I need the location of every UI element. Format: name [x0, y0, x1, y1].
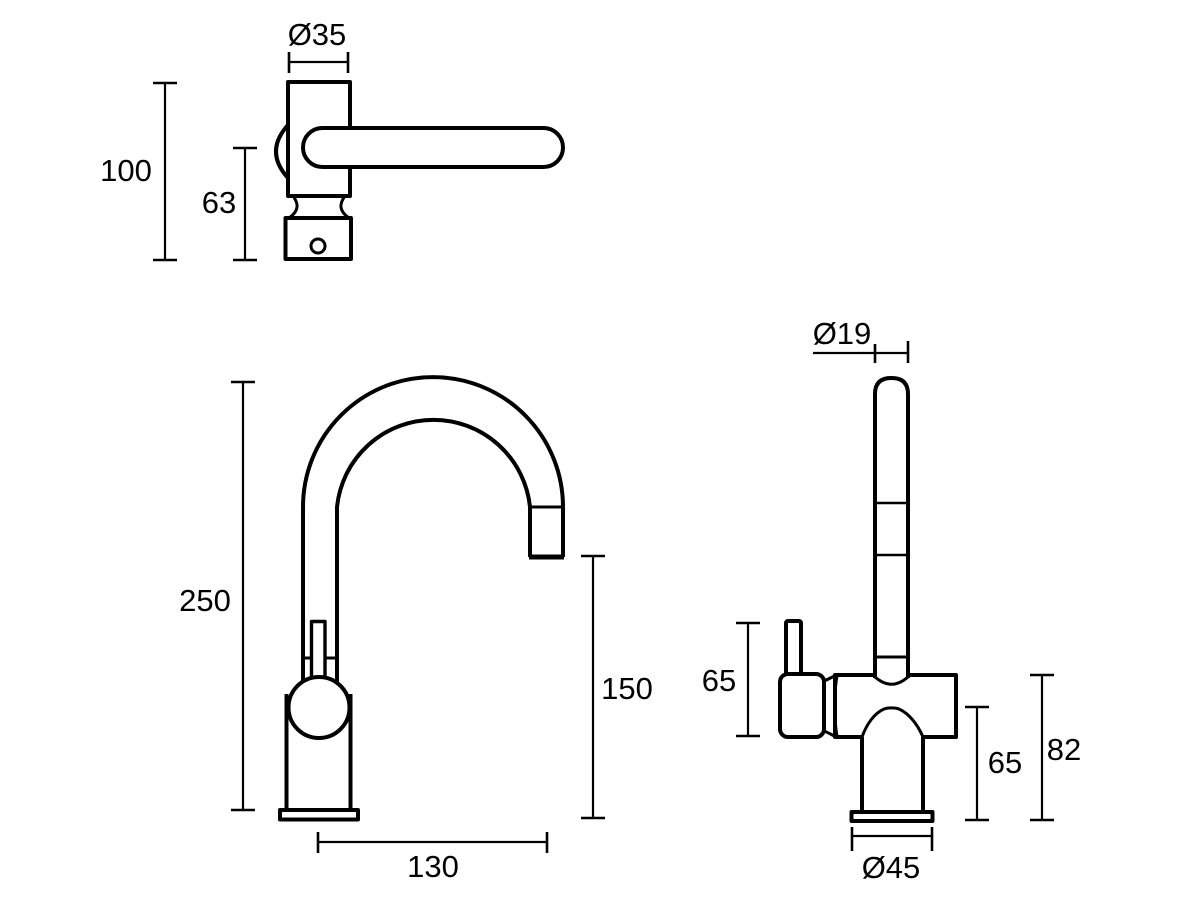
pipe-base-arc	[874, 675, 909, 686]
lever-front-outline	[784, 619, 803, 679]
side-view: 250 150 130	[179, 375, 653, 884]
dim-label: 65	[988, 745, 1022, 780]
dim-handle-65: 65	[702, 621, 760, 738]
dim-diameter-35: Ø35	[288, 17, 350, 73]
dim-label: 82	[1047, 732, 1081, 767]
dim-height-150: 150	[581, 554, 653, 820]
dim-label: 150	[601, 671, 653, 706]
dim-under-spout-65: 65	[965, 705, 1022, 822]
spout-outer-outline	[301, 375, 565, 695]
top-view: Ø35 100 63	[100, 17, 565, 262]
dim-body-82: 82	[1030, 673, 1081, 822]
cartridge-housing-outline	[778, 672, 826, 739]
dim-label: 65	[702, 663, 736, 698]
dim-label: 250	[179, 583, 231, 618]
lever-side-outline	[309, 619, 327, 684]
neck-left-curve	[288, 195, 299, 220]
screw-hole	[309, 237, 327, 255]
dim-label: 130	[407, 849, 459, 884]
dim-height-100: 100	[100, 81, 177, 262]
front-view: Ø19 65 65 82 Ø45	[702, 316, 1081, 885]
ball-joint-outline	[286, 675, 352, 740]
dim-diameter-45: Ø45	[850, 827, 934, 885]
dim-label: Ø35	[288, 17, 347, 52]
dim-label: 100	[100, 153, 152, 188]
dim-height-250: 250	[179, 380, 255, 812]
neck-right-curve	[339, 195, 350, 220]
dim-label: Ø45	[862, 850, 921, 885]
base-flange-outline	[849, 810, 935, 823]
under-body-dome	[860, 706, 925, 738]
dim-diameter-19: Ø19	[813, 316, 910, 363]
dim-height-63: 63	[202, 146, 257, 262]
lever-plan-outline	[301, 126, 565, 169]
connector-top-curve	[823, 674, 837, 683]
base-flange-outline	[278, 808, 360, 822]
dim-label: 63	[202, 185, 236, 220]
dim-reach-130: 130	[316, 832, 549, 884]
connector-bottom-curve	[823, 729, 837, 738]
spout-pipe-outline	[873, 376, 910, 678]
dim-label: Ø19	[813, 316, 872, 351]
connector-waist-curve	[833, 675, 839, 737]
side-bulge-outline	[274, 123, 290, 180]
spout-inner-outline	[335, 417, 532, 695]
